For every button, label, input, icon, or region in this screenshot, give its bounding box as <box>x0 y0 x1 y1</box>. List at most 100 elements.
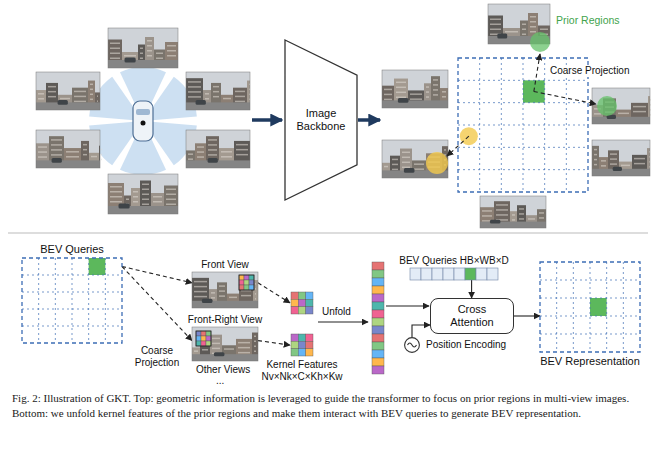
drawing-part <box>235 101 245 103</box>
drawing-part <box>186 102 250 110</box>
drawing-part <box>458 169 588 170</box>
prior-region <box>426 152 448 174</box>
drawing-part <box>97 100 98 102</box>
drawing-part <box>392 169 398 171</box>
drawing-part <box>90 89 93 91</box>
drawing-part <box>196 100 206 105</box>
drawing-part <box>38 151 47 153</box>
drawing-part <box>540 262 640 352</box>
annotation-label: Other Views <box>196 364 250 376</box>
bev-grid <box>458 58 588 192</box>
kernel-cell <box>298 292 305 299</box>
drawing-part <box>505 31 518 33</box>
drawing-part <box>458 147 588 148</box>
drawing-part <box>48 86 56 88</box>
drawing-part <box>372 318 384 326</box>
drawing-part <box>530 16 536 18</box>
drawing-part <box>90 84 93 86</box>
query-vector-shape <box>410 268 498 280</box>
drawing-part <box>254 336 256 338</box>
kernel-cell <box>196 331 201 336</box>
drawing-part <box>465 268 476 280</box>
drawing-part <box>224 348 234 350</box>
drawing-part <box>238 342 250 344</box>
camera-image <box>592 88 651 124</box>
drawing-part <box>22 258 122 343</box>
drawing-part <box>236 149 248 151</box>
drawing-part <box>167 50 176 52</box>
bev-query-grid-shape <box>22 258 122 343</box>
kernel-cell <box>306 307 313 314</box>
drawing-part <box>192 272 258 308</box>
drawing-part <box>108 60 178 68</box>
backbone-trapezoid: Image Backbone <box>285 40 357 200</box>
drawing-part <box>530 26 536 28</box>
drawing-part <box>108 174 178 214</box>
drawing-part <box>522 34 526 36</box>
drawing-part <box>186 130 250 168</box>
drawing-part <box>101 159 102 161</box>
drawing-part <box>410 93 422 95</box>
kernel-cell <box>306 299 313 306</box>
drawing-part <box>188 158 193 160</box>
camera-image <box>186 130 250 168</box>
drawing-part <box>108 174 178 214</box>
drawing-part <box>592 117 650 124</box>
kernel-cell <box>239 280 244 285</box>
annotation-label: ... <box>216 375 224 387</box>
drawing-part <box>512 219 515 221</box>
drawing-part <box>433 84 438 86</box>
kernel-cell <box>306 349 313 356</box>
drawing-part <box>410 98 422 100</box>
drawing-part <box>166 199 176 201</box>
kernel-features: Kernel FeaturesNv×Nk×C×Kh×Kw <box>290 292 314 356</box>
camera-image <box>186 72 250 110</box>
projection-arrow <box>534 54 540 92</box>
drawing-part <box>255 298 256 300</box>
encoding-symbol-shape <box>404 337 420 353</box>
drawing-part <box>594 149 597 151</box>
drawing-part <box>156 58 163 60</box>
connector <box>412 325 430 337</box>
drawing-part <box>458 58 588 192</box>
drawing-part <box>66 151 79 153</box>
connector <box>514 315 540 316</box>
drawing-part <box>254 351 256 353</box>
drawing-part <box>51 154 62 156</box>
drawing-part <box>384 166 388 168</box>
encoding-symbol: Position Encoding <box>404 337 420 353</box>
drawing-part <box>186 72 250 110</box>
drawing-part <box>372 270 384 278</box>
ego-car <box>133 101 153 141</box>
kernel-cell <box>291 334 298 341</box>
drawing-part <box>426 96 429 98</box>
drawing-part <box>539 212 544 214</box>
drawing-part <box>219 285 225 287</box>
kernel-cell <box>306 341 313 348</box>
drawing-part <box>490 24 501 26</box>
annotation-label: Prior Regions <box>556 14 620 26</box>
kernel-cell <box>298 307 305 314</box>
drawing-part <box>55 258 56 343</box>
drawing-part <box>36 72 100 110</box>
drawing-part <box>476 268 487 280</box>
camera-image <box>36 72 100 110</box>
query-vector: BEV Queries HB×WB×D <box>410 268 498 280</box>
drawing-part <box>221 151 232 153</box>
drawing-part <box>156 53 163 55</box>
kernel-cell <box>239 285 244 290</box>
camera-image <box>108 174 178 214</box>
drawing-part <box>124 55 136 57</box>
drawing-part <box>606 262 607 352</box>
kernel-cell <box>196 341 201 346</box>
drawing-part <box>610 153 617 155</box>
connector <box>471 280 472 298</box>
drawing-part <box>414 163 424 165</box>
label-group: Image Backbone <box>285 40 357 200</box>
drawing-part <box>219 290 225 292</box>
highlight-cell <box>590 298 607 316</box>
drawing-part <box>382 140 448 178</box>
drawing-part <box>188 96 201 98</box>
kernel-cell <box>206 341 211 346</box>
drawing-part <box>496 204 508 206</box>
